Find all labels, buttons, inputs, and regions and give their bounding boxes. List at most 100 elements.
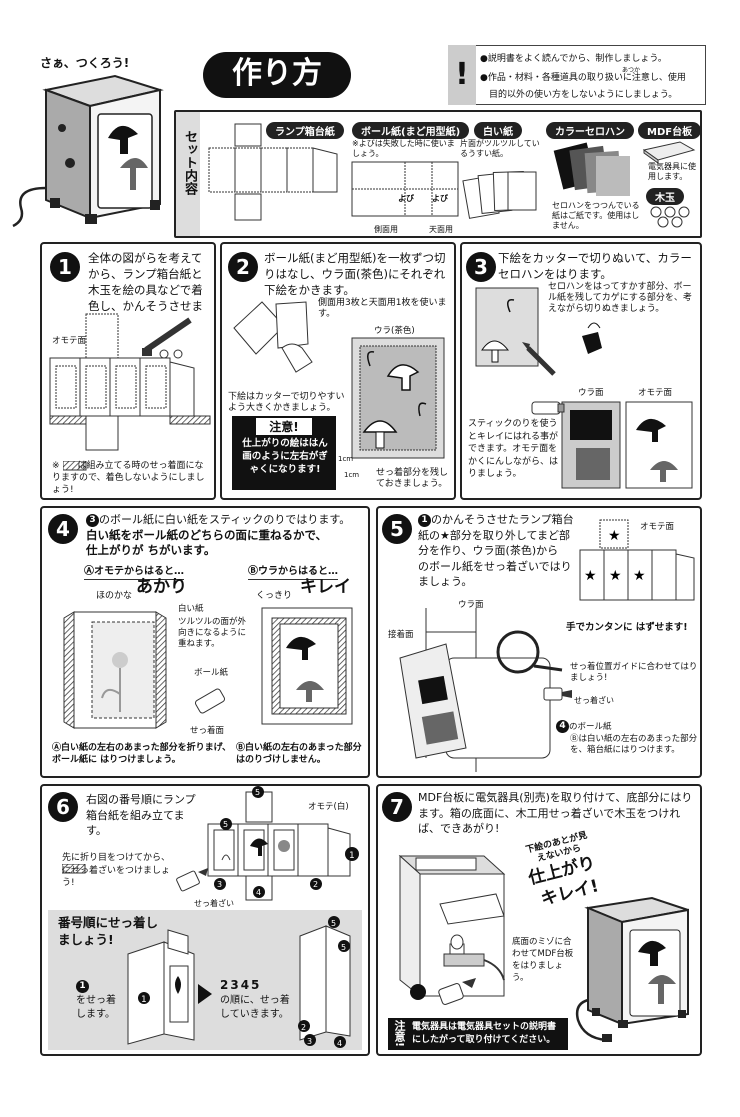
svg-text:★: ★	[608, 528, 621, 544]
step-1-number: 1	[50, 252, 80, 282]
step-1-note: ※ は組み立てる時のせっ着面になりますので、着色しないようにしましょう!	[52, 461, 205, 495]
white-paper-note: 片面がツルツルしているうすい紙。	[460, 139, 540, 158]
tag-mdf: MDF台板	[638, 122, 702, 139]
note-line-1: ●説明書をよく読んでから、制作しましょう。	[480, 54, 667, 64]
step-6-box-final-illustration: 5 5 2 3 4	[298, 916, 351, 1048]
step-5-net-with-stars: ★ ★ ★ ★	[579, 519, 695, 601]
step-7-caution-box	[388, 1018, 568, 1050]
step-2-ball-paper-drawing	[351, 337, 445, 459]
step-1-net-diagram	[49, 313, 211, 451]
step-2-text: ボール紙(まど用型紙)を一枚ずつ切りはなし、ウラ面(茶色)にそれぞれ下絵をかきま…	[264, 251, 446, 297]
tag-lamp-box: ランプ箱台紙	[266, 122, 344, 139]
svg-text:★: ★	[609, 568, 622, 584]
svg-text:5: 5	[331, 919, 336, 928]
mdf-board-icon	[642, 141, 696, 164]
svg-text:5: 5	[341, 943, 346, 952]
step-5-guide-note: せっ着位置ガイドに合わせてはりましょう!	[570, 662, 698, 683]
step-4-b-note: Ⓑ白い紙の左右のあまった部分はのりづけしません。	[236, 743, 362, 765]
step-2-cutting-illustration	[233, 301, 313, 373]
step-6-number: 6	[48, 792, 78, 822]
step-5-adhesive-bottle-icon	[543, 687, 572, 701]
step-5-text-body: のかんそうさせたランプ箱台紙の★部分を取り外してまど部分を作り、ウラ面(茶色)か…	[418, 513, 574, 588]
step-3-stick-note: スティックのりを使うとキレイにはれる事ができます。オモテ面をかくにんしながら、は…	[468, 419, 559, 479]
cellophane-note: セロハンをつつんでいる紙はご紙です。使用はしません。	[552, 201, 640, 230]
svg-text:5: 5	[223, 820, 228, 829]
step-4-a-panel	[63, 611, 167, 729]
step-4-a-note: Ⓐ白い紙の左右のあまった部分を折りまげ、ボール紙に はりつけましょう。	[52, 743, 232, 765]
step-4-number: 4	[48, 514, 78, 544]
notice-icon: !	[448, 45, 476, 105]
step-7-caution-title: 注意!	[393, 1020, 406, 1048]
step-2-caution-body: 仕上がりの絵ははん画のように左右がぎゃくになります!	[242, 438, 328, 475]
top-label: 天面用	[429, 225, 453, 234]
step-7-caution-body: 電気器具は電気器具セットの説明書にしたがって取り付けてください。	[412, 1022, 557, 1045]
step-4-text-1-body: のボール紙に白い紙をスティックのりではります。	[99, 513, 351, 526]
step-2-cm-label-1: 1cm	[338, 455, 354, 463]
step-6-adhesive-label: せっ着ざい	[194, 899, 234, 908]
svg-text:3: 3	[217, 880, 222, 889]
step-4-text-3: 仕上がりが ちがいます。	[86, 543, 216, 557]
step-6-adhesive-bottle-icon	[176, 868, 208, 892]
step-7-text: MDF台板に電気器具(別売)を取り付けて、底部分にはります。箱の底面に、木工用せ…	[418, 791, 693, 835]
step-5-assembly-illustration	[399, 608, 563, 772]
step-3-cello-note: セロハンをはってすかす部分、ボール紙を残してカゲにする部分を、考えながら切りぬき…	[548, 282, 692, 314]
step-5-ball4-text: のボール紙	[569, 722, 612, 732]
hatch-sample-icon	[63, 461, 87, 471]
note-line-3: 目的以外の使い方をしないようにしましょう。	[489, 90, 678, 100]
yobi-label-2: よび	[432, 194, 448, 203]
svg-text:2: 2	[313, 880, 318, 889]
svg-text:1: 1	[349, 851, 355, 861]
step-4-b-panel	[261, 607, 353, 725]
step-4-a-word-small: ほのかな	[96, 591, 133, 601]
step-2-ura-label: ウラ(茶色)	[374, 326, 415, 336]
step-2-caution-title: 注意!	[256, 418, 312, 435]
step-5-easy-note: 手でカンタンに はずせます!	[566, 622, 688, 633]
step-4-ball-label: ボール紙	[194, 668, 229, 678]
white-paper-icon	[462, 170, 537, 219]
step-6-box-step1-illustration: 1	[127, 929, 195, 1045]
step-2-margin-note: せっ着部分を残しておきましょう。	[376, 468, 449, 489]
step-3-number: 3	[466, 252, 496, 282]
step-7-wood-ball-and-bottle-icon	[410, 978, 476, 1005]
step-6-n1-badge: 1	[76, 980, 89, 993]
note-ruby: あつか	[622, 67, 641, 74]
step-4-b-label: Ⓑウラからはると…	[248, 564, 338, 580]
svg-text:4: 4	[256, 888, 261, 897]
step-6-net-diagram: 1 5 5 3 4 2	[207, 786, 359, 901]
page-title-pill	[203, 52, 351, 98]
step-6-arrow-icon	[198, 984, 212, 1004]
step-5-contact-label: 接着面	[388, 630, 414, 640]
lamp-box-net-icon	[208, 123, 338, 221]
step-6-glue1-text: をせっ着します。	[76, 995, 116, 1020]
tag-wood: 木玉	[646, 188, 684, 205]
step-4-text-2: 白い紙をボール紙のどちらの面に重ねるかで、	[86, 528, 328, 542]
ball-paper-icon	[351, 161, 459, 217]
lamp-illustration	[12, 74, 164, 228]
svg-text:★: ★	[633, 568, 646, 584]
step-7-mdf-note: 底面のミゾに合わせてMDF台板をはりましょう。	[512, 937, 574, 983]
step-3-cutout-illustration	[475, 287, 602, 376]
step-5-ura-label: ウラ面	[458, 600, 484, 610]
tag-cellophane: カラーセロハン	[546, 122, 634, 139]
step-7-finished-lamp-illustration	[575, 896, 689, 1042]
step-4-white-label: 白い紙	[178, 604, 204, 614]
step-3-ura-panel	[561, 401, 621, 489]
step-4-b-word-small: くっきり	[256, 591, 293, 601]
step-7-number: 7	[382, 792, 412, 822]
step-1-text: 全体の図がらを考えてから、ランプ箱台紙と木玉を絵の具などで着色し、かんそうさせま…	[88, 251, 203, 329]
step-1-omote-label: オモテ面	[52, 336, 87, 346]
set-contents-label	[176, 112, 200, 236]
step-6-glue-rest-text: の順に、せっ着していきます。	[220, 995, 290, 1020]
step-3-omote-label: オモテ面	[638, 388, 673, 398]
step-6-glue1-label: 1	[76, 980, 116, 995]
step-2-cm-label-2: 1cm	[344, 471, 360, 479]
step-5-number: 5	[382, 514, 412, 544]
step-5-ref-badge-1: 1	[418, 513, 431, 527]
step-2-cutter-note: 下絵はカッターで切りやすいよう大きくかきましょう。	[228, 392, 345, 413]
step-7-box-open-illustration	[398, 854, 506, 998]
step-5-omote-label: オモテ面	[640, 522, 675, 532]
set-contents-title: セット内容	[182, 130, 197, 195]
step-4-a-label: Ⓐオモテからはると…	[84, 564, 184, 580]
